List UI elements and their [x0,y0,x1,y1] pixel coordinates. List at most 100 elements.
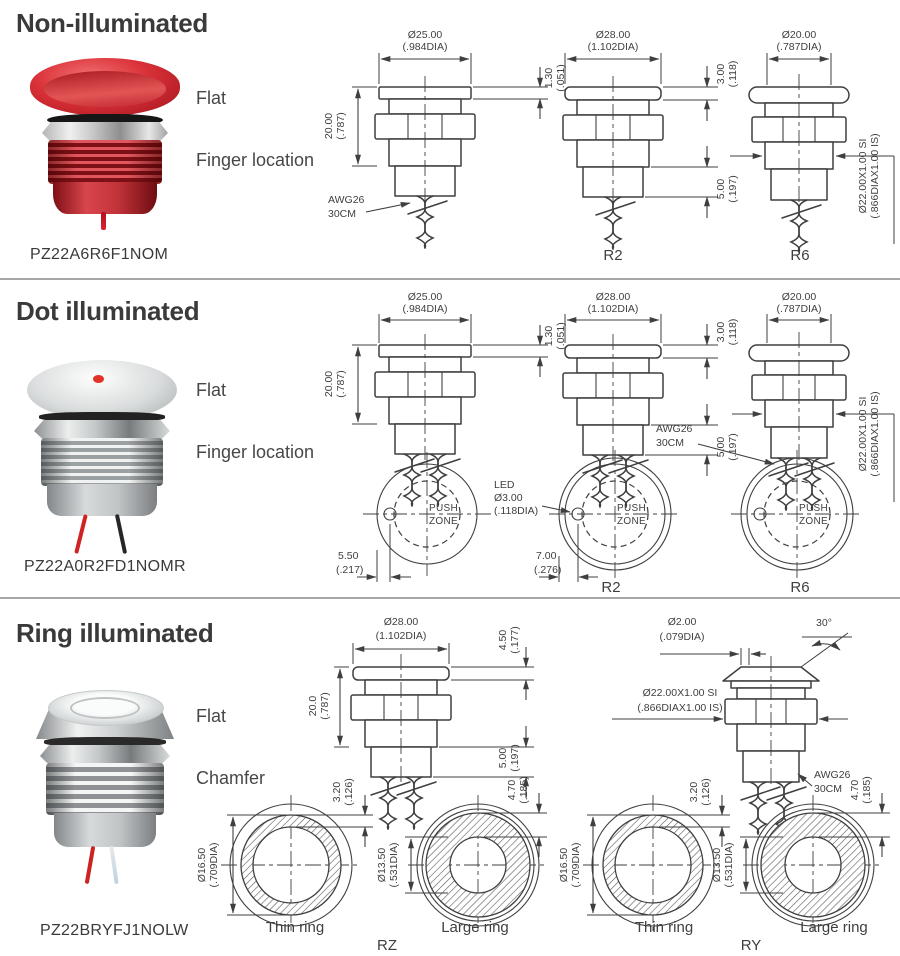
style-label-flat: Flat [196,88,227,108]
dim-label: (.984DIA) [403,41,448,53]
dim-label: Ø13.50 [376,848,388,883]
led-hole [753,507,767,521]
variant-label-r2: R2 [601,579,620,596]
button-cap [27,360,177,420]
o-ring [44,737,166,747]
wire-black [114,514,128,554]
front-view-push-zone-flat: PUSH ZONE 5.50 (.217) [336,452,491,582]
wire-spec-label: AWG26 [656,423,693,435]
dim-label: Ø16.50 [558,848,570,883]
push-zone-label: ZONE [429,516,458,527]
product-photo-dot-button [27,360,177,556]
dim-label: 5.00 [715,179,727,200]
dim-label: 1.30 [543,68,555,89]
side-view-r6-20mm-dot: Ø20.00 (.787DIA) Ø22.00X1.00 SI (.866DIA… [656,291,895,511]
dim-label: 5.00 [715,437,727,458]
body-skirt [54,813,156,847]
ring-groove [70,697,140,719]
variant-label-r6: R6 [790,579,809,596]
dim-label: (.126) [700,778,712,805]
part-number: PZ22BRYFJ1NOLW [40,922,189,939]
style-label-chamfer: Chamfer [196,768,266,788]
led-hole [571,507,585,521]
hex-nut [34,420,170,440]
style-label-finger-location: Finger location [196,442,315,462]
dim-label: (1.102DIA) [376,630,427,642]
dim-label: (1.102DIA) [588,41,639,53]
dim-label: (.709DIA) [570,843,582,888]
dim-label: (.531DIA) [388,843,400,888]
push-zone-label: ZONE [799,516,828,527]
body-skirt [53,182,157,214]
section3-title: Ring illuminated [16,618,214,648]
hex-nut [40,745,170,765]
dim-label: (.051) [555,64,567,91]
style-label-flat: Flat [196,706,227,726]
push-zone-label: PUSH [617,503,646,514]
side-view-r2-28mm: Ø28.00 (1.102DIA) 3.00 (.118) 5.00 (.197… [562,29,739,264]
dim-label: (.787) [335,370,347,397]
dim-label: Ø28.00 [596,291,631,303]
dim-label: (.118) [727,61,739,88]
part-number: PZ22A6R6F1NOM [30,246,169,263]
section-divider [0,278,900,280]
dim-label: (.118) [727,319,739,346]
dim-label: Ø28.00 [384,616,419,628]
wire-pair [781,199,822,253]
led-dot [93,375,104,383]
dim-label: Ø20.00 [782,291,817,303]
wire-white [109,845,119,885]
thread-spec-label: (.866DIAX1.00 IS) [869,133,881,218]
dim-label: Ø2.00 [668,616,697,628]
ring-type-label: Large ring [441,919,509,936]
ring-type-label: Large ring [800,919,868,936]
illuminated-ring-large [425,812,531,918]
push-zone-label: ZONE [617,516,646,527]
illuminated-ring-thin [240,814,342,916]
thread-spec-label: Ø22.00X1.00 SI [857,139,869,214]
wire-red [84,845,96,885]
dim-label: 4.50 [497,630,509,651]
style-label-finger-location: Finger location [196,150,315,170]
side-view-flat-25mm: Ø25.00 (.984DIA) 1.30 (.051) 20.00 (.787… [323,29,567,249]
variant-label-r2: R2 [603,247,622,264]
threaded-body [46,763,164,815]
dim-label: 4.70 [849,780,861,801]
led-callout-label: Ø3.00 [494,492,523,504]
dim-label: (.126) [343,778,355,805]
wire-pair [407,195,448,249]
wire-pair [595,196,636,250]
dim-label: (.185) [861,776,873,803]
chamfer-cap [722,666,820,682]
dim-label: (.197) [509,744,521,771]
push-zone-label: PUSH [799,503,828,514]
dim-label: (.787) [335,112,347,139]
variant-label-rz: RZ [377,937,397,954]
side-view-flat-25mm-dot: Ø25.00 (.984DIA) 1.30 (.051) 20.00 (.787… [323,291,567,507]
dim-label: 5.00 [497,748,509,769]
thread-spec-label: Ø22.00X1.00 SI [643,687,718,699]
wire-red [74,514,88,554]
push-zone-label: PUSH [429,503,458,514]
dim-label: (.185) [518,776,530,803]
threaded-body [48,140,162,184]
led-callout-label: LED [494,479,515,491]
dim-label: 3.00 [715,322,727,343]
style-label-flat: Flat [196,380,227,400]
dim-label: (.079DIA) [660,631,705,643]
led-callout-label: (.118DIA) [494,505,538,517]
product-photo-red-button [30,58,180,234]
dim-label: 3.20 [688,782,700,803]
dim-label: Ø16.50 [196,848,208,883]
dim-label: Ø13.50 [711,848,723,883]
dim-label: (.177) [509,626,521,653]
thread-spec-label: (.866DIAX1.00 IS) [637,702,722,714]
wire-spec-label: 30CM [814,783,842,795]
dim-label: (.197) [727,175,739,202]
dim-label: 20.00 [323,113,335,139]
led-hole [383,507,397,521]
ring-type-label: Thin ring [266,919,324,936]
dim-label: (.787DIA) [777,41,822,53]
side-view-r6-20mm: Ø20.00 (.787DIA) Ø22.00X1.00 SI (.866DIA… [730,29,895,264]
